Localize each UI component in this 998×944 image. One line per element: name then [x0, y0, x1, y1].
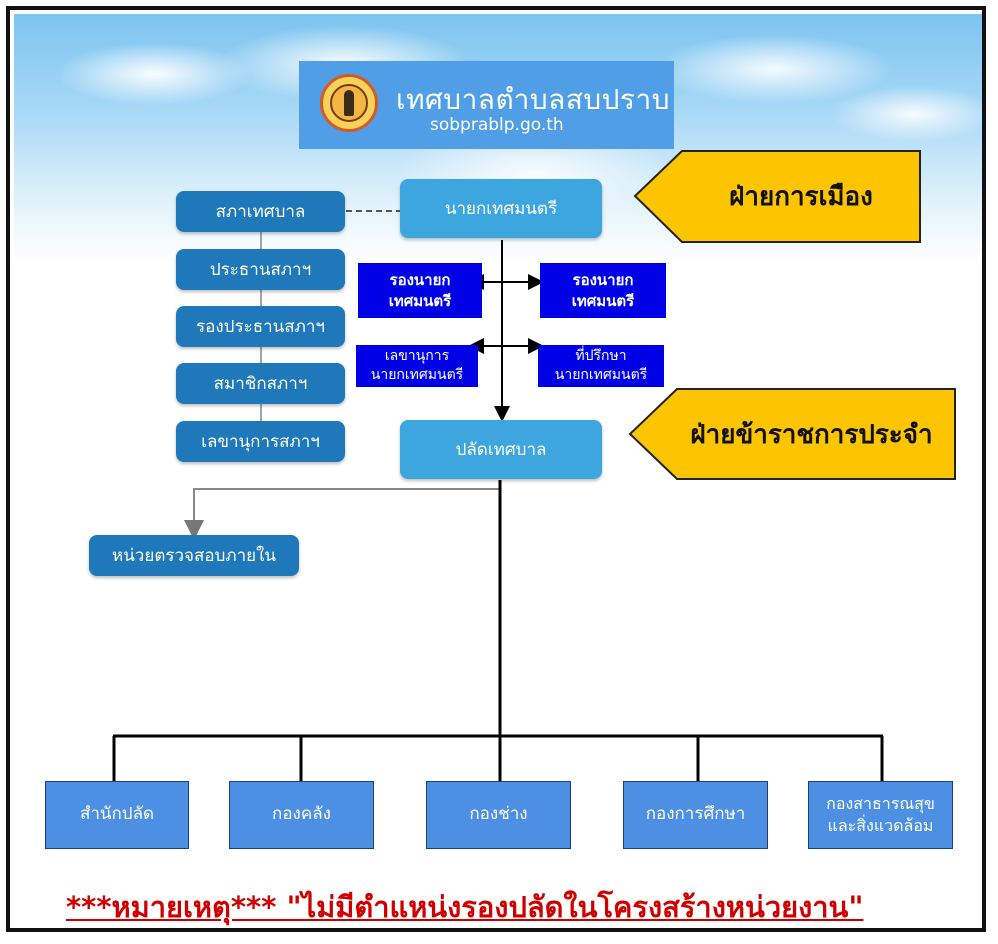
banner-political-label: ฝ่ายการเมือง — [729, 182, 873, 212]
council-chair-box: ประธานสภาฯ — [176, 249, 345, 290]
unit-public-health: กองสาธารณสุข และสิ่งแวดล้อม — [808, 781, 953, 849]
municipal-clerk-box: ปลัดเทศบาล — [400, 420, 602, 479]
internal-audit-box: หน่วยตรวจสอบภายใน — [89, 535, 299, 576]
municipality-logo — [320, 74, 378, 132]
unit-education: กองการศึกษา — [623, 781, 768, 849]
unit-engineering: กองช่าง — [426, 781, 571, 849]
council-vice-chair-box: รองประธานสภาฯ — [176, 306, 345, 347]
banner-political: ฝ่ายการเมือง — [682, 151, 920, 242]
council-secretary-box: เลขานุการสภาฯ — [176, 421, 345, 462]
mayor-box: นายกเทศมนตรี — [400, 179, 602, 238]
header-subtitle: sobprablp.go.th — [430, 115, 564, 135]
mayor-advisor-box: ที่ปรึกษา นายกเทศมนตรี — [538, 345, 664, 387]
deputy-mayor-left: รองนายก เทศมนตรี — [358, 263, 482, 318]
council-box: สภาเทศบาล — [176, 191, 345, 232]
footnote: ***หมายเหตุ*** "ไม่มีตำแหน่งรองปลัดในโคร… — [66, 890, 864, 924]
outer-frame — [6, 6, 986, 932]
deputy-mayor-right: รองนายก เทศมนตรี — [540, 263, 666, 318]
banner-civil-service: ฝ่ายข้าราชการประจำ — [668, 389, 955, 479]
header-title: เทศบาลตำบลสบปราบ — [396, 83, 670, 116]
banner-civil-label: ฝ่ายข้าราชการประจำ — [690, 419, 933, 450]
mayor-secretary-box: เลขานุการ นายกเทศมนตรี — [356, 345, 478, 387]
unit-finance: กองคลัง — [229, 781, 374, 849]
unit-clerk-office: สำนักปลัด — [45, 781, 189, 849]
council-member-box: สมาชิกสภาฯ — [176, 363, 345, 404]
